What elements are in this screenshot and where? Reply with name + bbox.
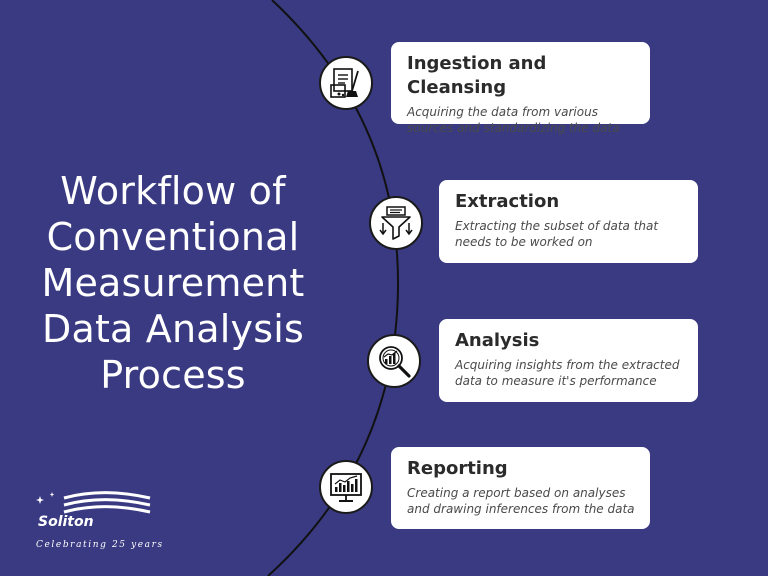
step-title: Extraction xyxy=(455,191,560,212)
title-line: Workflow of xyxy=(60,169,286,213)
step-title: Analysis xyxy=(455,330,540,351)
magnifier-chart-icon xyxy=(379,346,411,378)
title-line: Conventional xyxy=(46,215,300,259)
step-node-reporting xyxy=(319,460,373,514)
title-line: Process xyxy=(100,353,246,397)
monitor-chart-icon xyxy=(330,473,362,502)
step-node-extraction xyxy=(369,196,423,250)
brand-logo: Soliton Celebrating 25 years xyxy=(34,488,174,558)
step-title: Reporting xyxy=(407,458,508,479)
brand-tagline: Celebrating 25 years xyxy=(36,540,164,550)
documents-cleaning-icon xyxy=(330,68,359,98)
title-line: Measurement xyxy=(41,261,305,305)
step-card-ingestion: Ingestion and Cleansing Acquiring the da… xyxy=(391,42,650,135)
funnel-icon xyxy=(379,206,413,240)
diagram-title: Workflow of Conventional Measurement Dat… xyxy=(18,168,328,398)
step-node-analysis xyxy=(367,334,421,388)
step-node-ingestion xyxy=(319,56,373,110)
step-card-reporting: Reporting Creating a report based on ana… xyxy=(391,447,650,529)
step-card-extraction: Extraction Extracting the subset of data… xyxy=(439,180,698,263)
step-card-analysis: Analysis Acquiring insights from the ext… xyxy=(439,319,698,402)
title-line: Data Analysis xyxy=(42,307,304,351)
step-title: Ingestion and Cleansing xyxy=(407,53,547,98)
brand-name: Soliton xyxy=(38,514,94,530)
wave-logo-icon xyxy=(36,491,151,514)
